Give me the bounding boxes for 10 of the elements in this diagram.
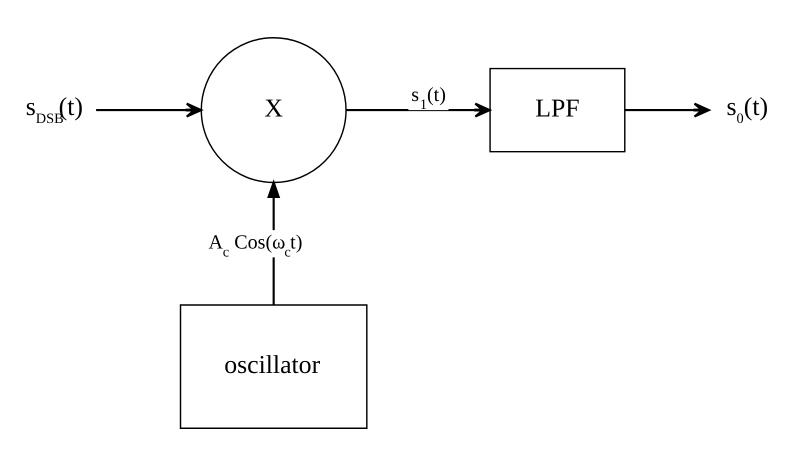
node-text: s$_{0}$(t) bbox=[726, 92, 768, 127]
edge-label: s$_{1}$(t) bbox=[411, 84, 446, 114]
node-box: oscillator bbox=[180, 304, 368, 429]
node-box: LPF bbox=[489, 68, 626, 152]
arrow bbox=[346, 102, 491, 118]
arrow bbox=[96, 102, 202, 118]
node-text: s$_{DSB}$(t) bbox=[26, 92, 84, 127]
edge-label: A$_{c}$ Cos(ω$_{c}$t) bbox=[208, 231, 302, 260]
node-circle: X bbox=[200, 37, 347, 184]
arrow bbox=[625, 102, 710, 118]
